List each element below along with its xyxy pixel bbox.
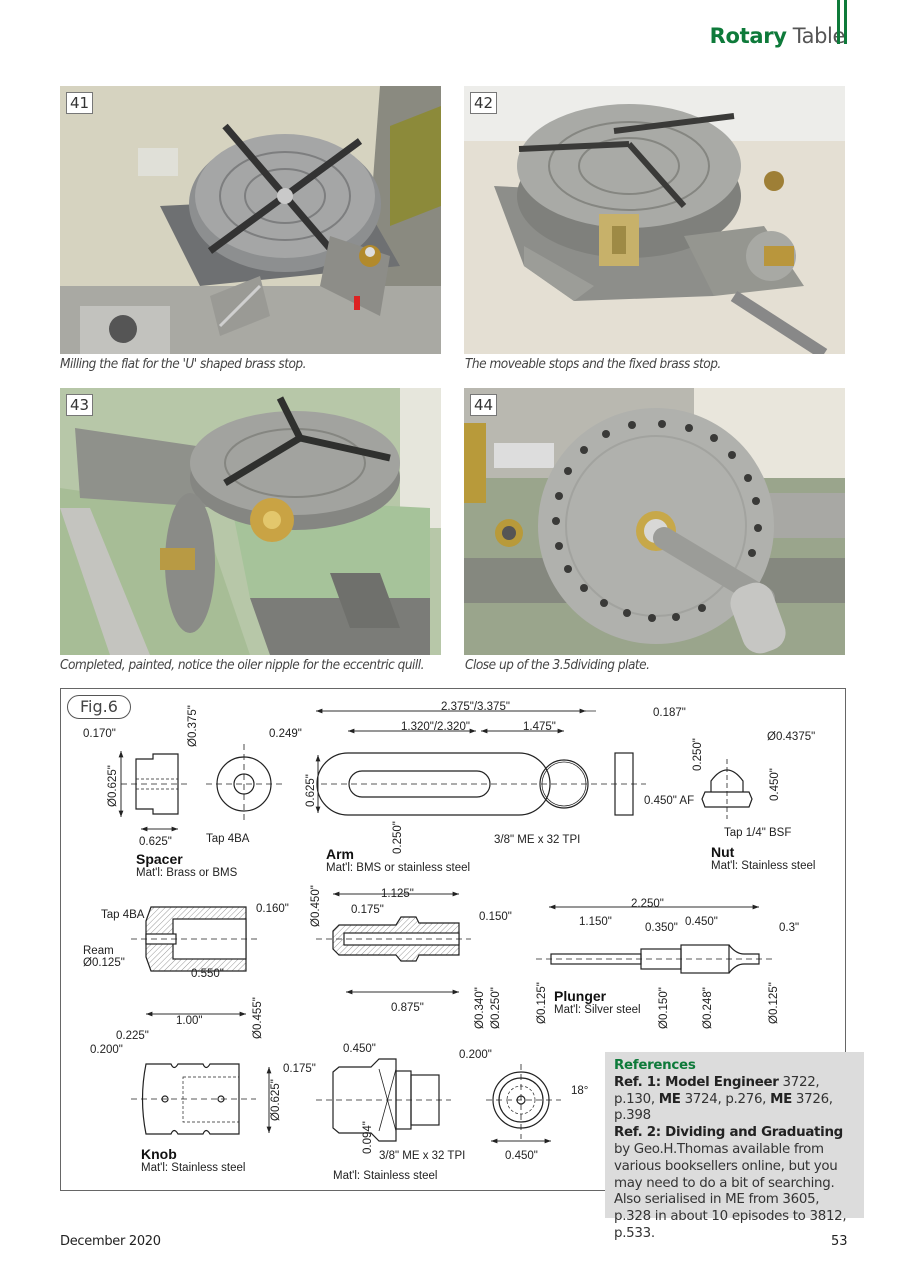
svg-text:Ø0.250": Ø0.250" — [490, 987, 502, 1029]
svg-text:1.150": 1.150" — [579, 916, 612, 928]
caption-43: Completed, painted, notice the oiler nip… — [60, 657, 425, 673]
footer-date: December 2020 — [60, 1234, 161, 1249]
svg-text:Tap 1/4" BSF: Tap 1/4" BSF — [724, 827, 791, 839]
svg-text:Ø0.455": Ø0.455" — [252, 997, 264, 1039]
svg-text:Ø0.125": Ø0.125" — [83, 957, 125, 969]
svg-text:Nut: Nut — [711, 844, 735, 860]
svg-text:0.225": 0.225" — [116, 1030, 149, 1042]
figure-label: Fig.6 — [67, 695, 131, 719]
header-accent-bars — [837, 0, 849, 44]
photo-42: 42 — [464, 86, 845, 354]
svg-text:Tap 4BA: Tap 4BA — [101, 909, 145, 921]
dim-spacer-0170: 0.170" — [83, 728, 116, 740]
photo-44: 44 — [464, 388, 845, 655]
svg-text:0.175": 0.175" — [351, 904, 384, 916]
painted-rotary-table-image — [60, 388, 441, 655]
reference-2: Ref. 2: Dividing and Graduating by Geo.H… — [614, 1125, 847, 1241]
svg-text:0.250": 0.250" — [392, 821, 404, 854]
svg-text:Plunger: Plunger — [554, 988, 607, 1004]
svg-text:Tap 4BA: Tap 4BA — [206, 833, 250, 845]
header-title-light: Table — [792, 24, 846, 48]
svg-text:1.125": 1.125" — [381, 888, 414, 900]
svg-text:0.875": 0.875" — [391, 1002, 424, 1014]
svg-text:0.550": 0.550" — [191, 968, 224, 980]
svg-text:1.320"/2.320": 1.320"/2.320" — [401, 721, 470, 733]
svg-text:0.175": 0.175" — [283, 1063, 316, 1075]
photo-number: 43 — [66, 394, 94, 416]
page-number: 53 — [831, 1234, 848, 1249]
svg-text:Spacer: Spacer — [136, 851, 183, 867]
photo-43: 43 — [60, 388, 441, 655]
svg-text:0.249": 0.249" — [269, 728, 302, 740]
references-heading: References — [614, 1058, 696, 1073]
svg-text:0.200": 0.200" — [90, 1044, 123, 1056]
svg-text:1.00": 1.00" — [176, 1015, 202, 1027]
svg-text:Ream: Ream — [83, 945, 114, 957]
svg-text:0.625": 0.625" — [139, 836, 172, 848]
svg-text:Ø0.625": Ø0.625" — [107, 765, 119, 807]
svg-text:Mat'l: Stainless steel: Mat'l: Stainless steel — [333, 1170, 437, 1182]
references-box: References Ref. 1: Model Engineer 3722, … — [605, 1052, 864, 1241]
svg-text:Ø0.125": Ø0.125" — [768, 982, 780, 1024]
svg-text:0.450": 0.450" — [685, 916, 718, 928]
svg-text:0.094": 0.094" — [362, 1121, 374, 1154]
photo-number: 41 — [66, 92, 94, 114]
reference-1: Ref. 1: Model Engineer 3722, p.130, ME 3… — [614, 1074, 833, 1124]
svg-text:Mat'l: Stainless steel: Mat'l: Stainless steel — [141, 1162, 245, 1174]
photo-number: 44 — [470, 394, 498, 416]
svg-text:Ø0.125": Ø0.125" — [536, 982, 548, 1024]
photo-number: 42 — [470, 92, 498, 114]
svg-text:Ø0.375": Ø0.375" — [187, 705, 199, 747]
svg-text:Ø0.340": Ø0.340" — [474, 987, 486, 1029]
svg-text:Ø0.450": Ø0.450" — [310, 885, 322, 927]
caption-42: The moveable stops and the fixed brass s… — [465, 356, 721, 372]
svg-text:Arm: Arm — [326, 846, 354, 862]
svg-text:Mat'l: BMS or stainless steel: Mat'l: BMS or stainless steel — [326, 862, 470, 874]
svg-text:Mat'l: Stainless steel: Mat'l: Stainless steel — [711, 860, 815, 872]
header-title-bold: Rotary — [709, 24, 787, 48]
svg-text:2.375"/3.375": 2.375"/3.375" — [441, 701, 510, 713]
svg-text:0.625": 0.625" — [305, 774, 317, 807]
svg-text:0.250": 0.250" — [692, 738, 704, 771]
svg-text:Ø0.150": Ø0.150" — [658, 987, 670, 1029]
rotary-table-stops-image — [464, 86, 845, 354]
svg-text:0.200": 0.200" — [459, 1049, 492, 1061]
svg-text:Knob: Knob — [141, 1146, 177, 1162]
svg-text:18°: 18° — [571, 1085, 588, 1097]
rotary-table-milling-image — [60, 86, 441, 354]
svg-text:Ø0.248": Ø0.248" — [702, 987, 714, 1029]
svg-text:3/8" ME x 32 TPI: 3/8" ME x 32 TPI — [379, 1150, 465, 1162]
svg-text:Mat'l: Silver steel: Mat'l: Silver steel — [554, 1004, 641, 1016]
caption-41: Milling the flat for the 'U' shaped bras… — [60, 356, 306, 372]
svg-text:0.160": 0.160" — [256, 903, 289, 915]
svg-text:Mat'l: Brass or BMS: Mat'l: Brass or BMS — [136, 867, 238, 879]
svg-text:0.450": 0.450" — [343, 1043, 376, 1055]
svg-text:0.450" AF: 0.450" AF — [644, 795, 694, 807]
svg-text:0.3": 0.3" — [779, 922, 799, 934]
svg-text:Ø0.625": Ø0.625" — [270, 1079, 282, 1121]
svg-text:Ø0.4375": Ø0.4375" — [767, 731, 815, 743]
svg-text:0.450": 0.450" — [769, 768, 781, 801]
caption-44: Close up of the 3.5dividing plate. — [465, 657, 650, 673]
svg-text:3/8" ME x 32 TPI: 3/8" ME x 32 TPI — [494, 834, 580, 846]
svg-text:1.475": 1.475" — [523, 721, 556, 733]
engineering-drawing: 0.170" Ø0.375" 0.249" Ø0.625" 0.625" Tap… — [83, 701, 815, 1182]
photo-41: 41 — [60, 86, 441, 354]
svg-text:2.250": 2.250" — [631, 898, 664, 910]
svg-text:0.350": 0.350" — [645, 922, 678, 934]
dividing-plate-image — [464, 388, 845, 655]
svg-text:0.150": 0.150" — [479, 911, 512, 923]
svg-text:0.187": 0.187" — [653, 707, 686, 719]
svg-text:0.450": 0.450" — [505, 1150, 538, 1162]
running-header: Rotary Table — [709, 18, 846, 48]
